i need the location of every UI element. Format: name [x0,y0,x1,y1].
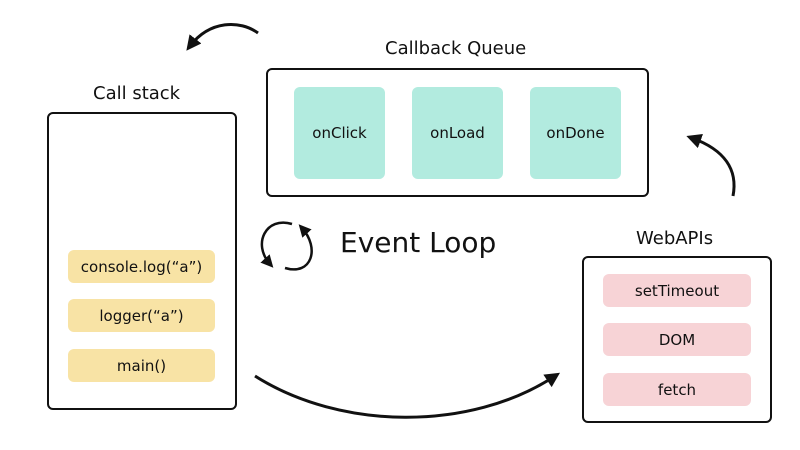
callback-queue-item: onDone [530,87,621,179]
webapi-item: setTimeout [603,274,751,307]
callstack-item: main() [68,349,215,382]
callstack-title: Call stack [93,83,181,104]
event-loop-label: Event Loop [340,226,497,259]
stack-to-webapis-arrow [254,372,561,419]
callback-queue-item: onLoad [412,87,503,179]
webapi-item: fetch [603,373,751,406]
callstack-item: logger(“a”) [68,299,215,332]
callback-queue-item: onClick [294,87,385,179]
callback-queue-title: Callback Queue [385,38,527,59]
queue-to-stack-arrow [186,22,259,51]
webapis-to-queue-arrow [686,134,736,197]
webapi-item: DOM [603,323,751,356]
webapis-title: WebAPIs [636,228,714,249]
cycle-icon [260,221,313,271]
callstack-item: console.log(“a”) [68,250,215,283]
